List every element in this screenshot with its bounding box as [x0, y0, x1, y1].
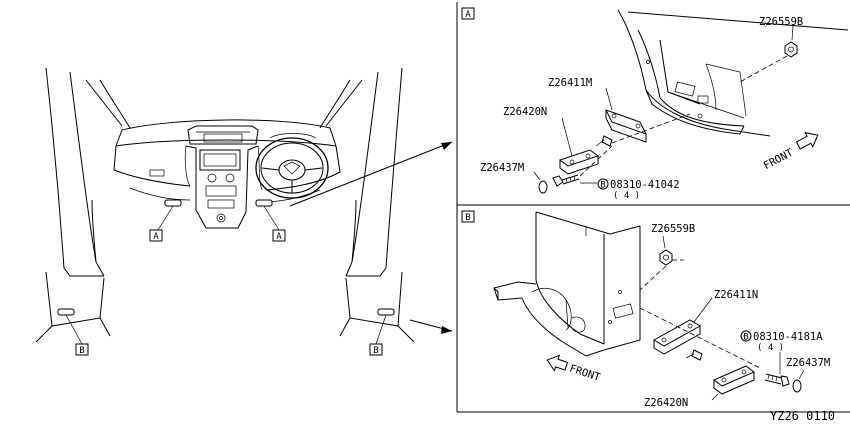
panel-a-cap-label: Z26437M: [480, 162, 524, 174]
panel-b-bolt-label: 08310-4181A: [753, 331, 823, 343]
panel-a-bolt-label: 08310-41042: [610, 179, 680, 191]
panel-b: B Z26559B Z26411N: [461, 210, 830, 409]
cabin-overview: A A B B: [35, 67, 453, 356]
view-label-b-right-text: B: [373, 346, 378, 356]
panel-a-bracket-label: Z26411M: [548, 77, 592, 89]
panel-b-cap-label: Z26437M: [786, 357, 830, 369]
view-label-b-left-text: B: [79, 346, 84, 356]
panel-a-mount-label: Z26420N: [503, 106, 547, 118]
panel-b-nut-label: Z26559B: [651, 223, 695, 235]
right-mount-location: [377, 308, 395, 316]
panel-a: A Z26559B Z26411M: [461, 7, 849, 201]
floor-mount-left: [164, 199, 182, 207]
diagram-code: YZ26 0110: [770, 409, 835, 423]
front-arrow-b-icon: [546, 354, 569, 372]
left-mount-location: [57, 308, 75, 316]
panel-a-bolt-qty: ( 4 ): [613, 191, 640, 201]
panel-a-nut-label: Z26559B: [759, 16, 803, 28]
front-arrow-icon: [795, 132, 819, 150]
view-label-a-right: [272, 229, 286, 242]
view-label-b-left: [75, 343, 89, 356]
view-label-a-left-text: A: [153, 232, 159, 242]
panel-b-bracket-label: Z26411N: [714, 289, 758, 301]
panel-b-view-label: [461, 210, 475, 223]
view-label-a-left: [149, 229, 163, 242]
panel-b-view-label-text: B: [465, 213, 470, 223]
panel-b-front-arrow: FRONT: [546, 354, 602, 384]
panel-b-bolt-qty: ( 4 ): [757, 343, 784, 353]
view-label-a-right-text: A: [276, 232, 282, 242]
panel-b-bolt-circle-text: B: [743, 333, 748, 343]
panel-b-mount-label: Z26420N: [644, 397, 688, 409]
view-label-b-right: [369, 343, 383, 356]
panel-a-front-arrow: FRONT: [762, 132, 819, 172]
panel-a-bolt-circle-text: B: [600, 181, 605, 191]
panel-a-view-label: [461, 7, 475, 20]
panel-a-view-label-text: A: [465, 10, 471, 20]
panel-a-front-text: FRONT: [762, 146, 796, 172]
panel-b-front-text: FRONT: [568, 363, 602, 384]
floor-mount-right: [255, 199, 273, 207]
